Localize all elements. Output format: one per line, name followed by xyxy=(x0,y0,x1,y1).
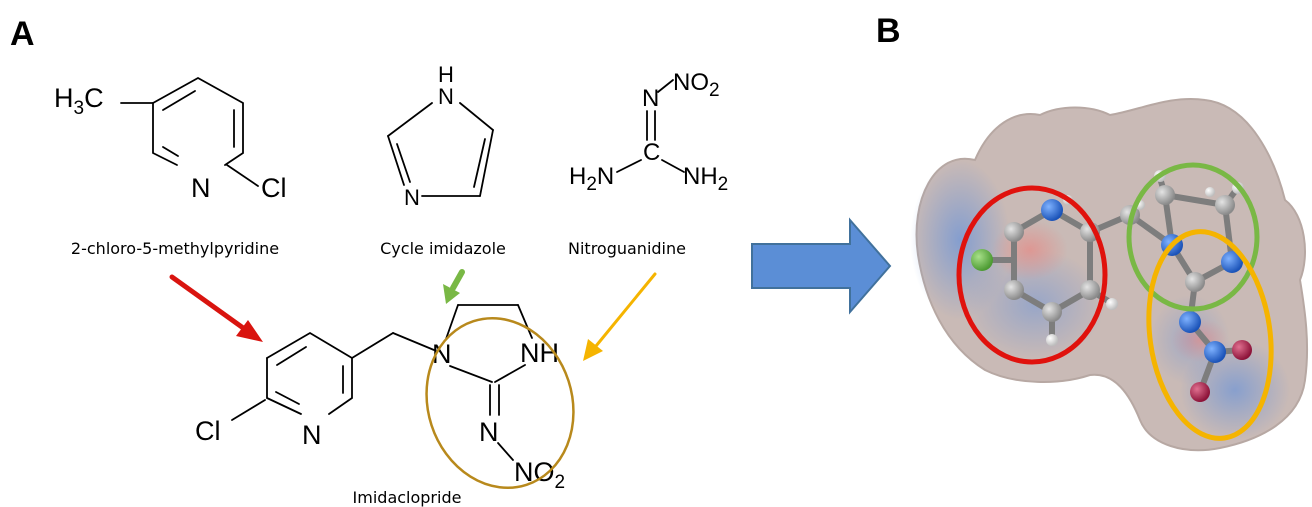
nitroguanidine-bonds xyxy=(616,79,685,173)
imidaclopride-pyridine-bonds xyxy=(231,331,435,421)
panel-transition-arrow xyxy=(751,217,892,315)
chlorine-label: Cl xyxy=(261,173,287,203)
pyridine-nitrogen-label: N xyxy=(191,173,211,203)
imidaclopride-chlorine-label: Cl xyxy=(195,416,221,446)
structure-nitroguanidine: NO2 N C H2N NH2 Nitroguanidine xyxy=(568,69,728,258)
structure-2-chloro-5-methylpyridine: H3C N Cl 2-chloro-5-methylpyridine xyxy=(54,76,287,258)
nitroguanidine-n-label: N xyxy=(642,85,659,112)
pyridine-ring-bonds xyxy=(120,76,259,187)
structure-imidaclopride: Cl N N NH N NO2 Imidaclopride xyxy=(195,304,575,507)
imidaclopride-imine-n-label: N xyxy=(479,417,499,447)
caption-nitroguanidine: Nitroguanidine xyxy=(568,239,686,258)
caption-cycle-imidazole: Cycle imidazole xyxy=(380,239,506,258)
nitroguanidine-highlight-ellipse xyxy=(425,316,575,490)
highlight-circle-pyridine xyxy=(956,185,1108,365)
imidaclopride-imidazoline-bonds xyxy=(445,304,533,461)
arrow-red-pyridine-to-imidaclopride xyxy=(169,274,263,342)
amino-left-label: H2N xyxy=(569,163,614,195)
imidazole-ring-bonds xyxy=(387,102,494,197)
caption-2-chloro-5-methylpyridine: 2-chloro-5-methylpyridine xyxy=(71,239,279,258)
imidazole-h-label: H xyxy=(438,62,454,87)
imidazole-n-bottom-label: N xyxy=(404,185,420,210)
highlight-circle-imidazole xyxy=(1126,162,1260,312)
arrow-orange-nitroguanidine-to-imidaclopride xyxy=(583,272,657,361)
imidaclopride-n1-label: N xyxy=(432,339,452,369)
imidazole-n-top-label: N xyxy=(438,84,454,109)
caption-imidaclopride: Imidaclopride xyxy=(353,488,462,507)
amino-right-label: NH2 xyxy=(683,163,728,195)
nitroguanidine-c-label: C xyxy=(643,139,660,166)
molecular-surface-model xyxy=(910,98,1309,452)
imidaclopride-nh-label: NH xyxy=(520,338,559,368)
panel-label-a: A xyxy=(10,15,35,53)
arrow-green-imidazole-to-imidaclopride xyxy=(443,269,465,304)
panel-label-b: B xyxy=(876,12,901,50)
surface-red-region-ring xyxy=(992,220,1068,280)
structure-cycle-imidazole: H N N Cycle imidazole xyxy=(380,62,506,258)
nitro-group-label: NO2 xyxy=(673,69,720,101)
methyl-group-label: H3C xyxy=(54,83,104,119)
highlight-circle-nitroguanidine xyxy=(1146,229,1274,441)
imidaclopride-ring-n-label: N xyxy=(302,420,322,450)
